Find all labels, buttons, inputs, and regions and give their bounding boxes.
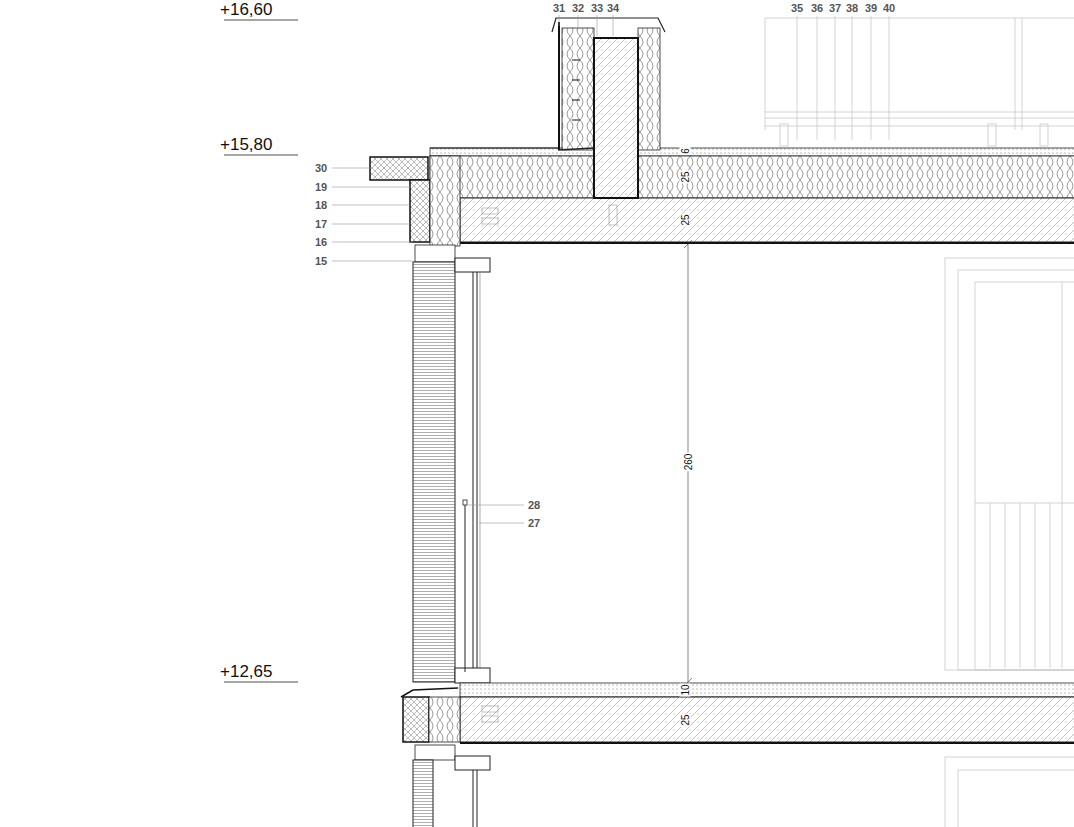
callout-number: 28 (528, 499, 540, 511)
level-mark: +15,80 (220, 136, 272, 153)
callout-number: 38 (846, 2, 858, 14)
dimension-label: 25 (680, 213, 691, 226)
dimension-label: 10 (680, 683, 691, 696)
level-mark: +16,60 (220, 1, 272, 18)
callout-number: 37 (829, 2, 841, 14)
callout-number: 27 (528, 517, 540, 529)
dimension-label: 25 (680, 713, 691, 726)
callout-number: 33 (591, 2, 603, 14)
callout-number: 32 (572, 2, 584, 14)
callout-number: 39 (865, 2, 877, 14)
callout-number: 36 (811, 2, 823, 14)
callout-number: 15 (315, 255, 327, 267)
callout-number: 31 (553, 2, 565, 14)
callout-number: 35 (791, 2, 803, 14)
callout-number: 34 (607, 2, 619, 14)
dimension-label: 25 (680, 170, 691, 183)
callout-number: 16 (315, 236, 327, 248)
callout-number: 30 (315, 162, 327, 174)
callout-number: 17 (315, 218, 327, 230)
dimension-label: 260 (683, 453, 694, 472)
callout-number: 40 (883, 2, 895, 14)
level-mark: +12,65 (220, 663, 272, 680)
dimension-label: 6 (680, 147, 691, 155)
callout-number: 19 (315, 181, 327, 193)
callout-number: 18 (315, 199, 327, 211)
